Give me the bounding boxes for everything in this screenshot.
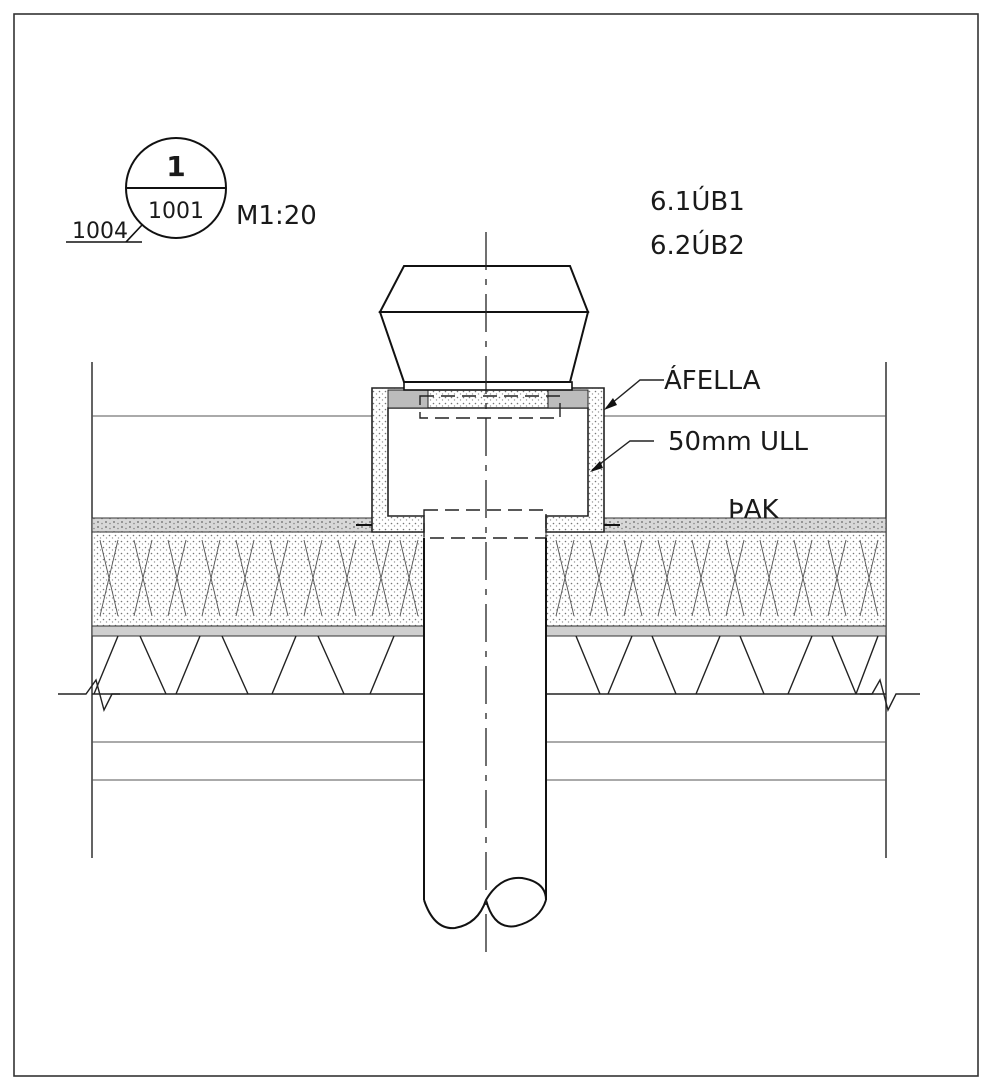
roof-membrane-left xyxy=(91,517,373,533)
curb-cap-left xyxy=(387,389,429,409)
flashing-leader xyxy=(605,379,664,409)
deck-trapezoids-left xyxy=(93,635,395,695)
roof-label: ÞAK xyxy=(728,495,780,525)
insulation-arrowhead xyxy=(590,461,603,472)
upper-sleeve-hidden xyxy=(419,395,561,419)
code-line-2: 6.2ÚB2 xyxy=(650,229,745,261)
break-line-right xyxy=(860,678,920,712)
insulation-leader xyxy=(591,440,654,471)
flashing-arrowhead xyxy=(604,398,617,410)
roof-fan-head xyxy=(378,265,590,383)
insulation-right xyxy=(545,531,887,627)
insulation-left xyxy=(91,531,425,627)
drawing-frame xyxy=(13,13,979,1077)
insulation-label: 50mm ULL xyxy=(668,427,809,457)
duct-pipe xyxy=(423,538,547,930)
detail-number: 1 xyxy=(166,150,185,183)
pipe-cut-end xyxy=(423,876,547,930)
fan-top-cone xyxy=(378,265,590,313)
detail-reference-symbol: 1 1001 1004 M1:20 xyxy=(66,137,317,244)
curb-upstand xyxy=(356,381,620,533)
reference-leader xyxy=(125,224,143,243)
flashing-label: ÁFELLA xyxy=(664,364,761,396)
insulation-layer xyxy=(91,531,887,627)
reference-number: 1004 xyxy=(72,219,128,244)
curb-cap-right xyxy=(547,389,589,409)
break-line-left xyxy=(58,678,120,712)
callout-flashing: ÁFELLA xyxy=(604,364,761,410)
deck-top-left xyxy=(91,625,425,637)
scale-label: M1:20 xyxy=(236,201,317,231)
code-line-1: 6.1ÚB1 xyxy=(650,185,745,217)
deck-top-right xyxy=(545,625,887,637)
deck-trapezoids-right xyxy=(575,635,879,695)
detail-sheet-number: 1001 xyxy=(148,199,204,224)
lower-sleeve-hidden xyxy=(423,509,547,539)
fan-bottom-cone xyxy=(378,311,590,383)
profiled-deck xyxy=(91,625,887,695)
fan-base-plate xyxy=(403,381,573,391)
callout-insulation: 50mm ULL xyxy=(590,427,809,472)
